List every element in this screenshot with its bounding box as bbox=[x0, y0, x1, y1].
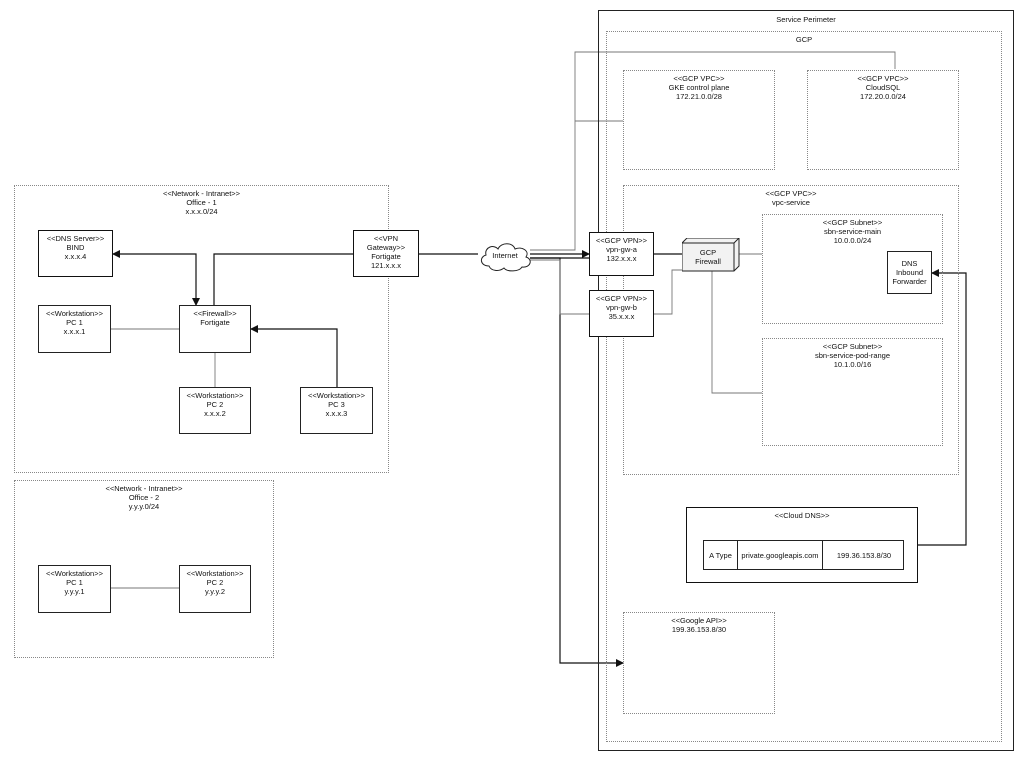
service-perimeter-title: Service Perimeter bbox=[776, 15, 836, 24]
dns-inbound-forwarder[interactable]: DNS Inbound Forwarder bbox=[887, 251, 932, 294]
office1-stereotype: <<Network - Intranet>> bbox=[162, 189, 241, 198]
office1-pc1-stereotype: <<Workstation>> bbox=[46, 309, 103, 318]
office1-firewall-name: Fortigate bbox=[200, 318, 230, 327]
gcp-vpn-gw-b[interactable]: <<GCP VPN>> vpn-gw-b 35.x.x.x bbox=[589, 290, 654, 337]
subnet-pod-cidr: 10.1.0.0/16 bbox=[833, 360, 872, 369]
office1-pc2-ip: x.x.x.2 bbox=[204, 409, 226, 418]
office1-cidr: x.x.x.0/24 bbox=[185, 207, 218, 216]
office1-vpn-name: Fortigate bbox=[371, 252, 401, 261]
office1-dns-server[interactable]: <<DNS Server>> BIND x.x.x.4 bbox=[38, 230, 113, 277]
gke-control-plane-vpc: <<GCP VPC>> GKE control plane 172.21.0.0… bbox=[623, 70, 775, 170]
office1-dns-name: BIND bbox=[66, 243, 85, 252]
vpc-service-name: vpc-service bbox=[772, 198, 810, 207]
office1-pc3-ip: x.x.x.3 bbox=[325, 409, 348, 418]
subnet-main-name: sbn-service-main bbox=[823, 227, 882, 236]
office1-vpn-gateway[interactable]: <<VPN Gateway>> Fortigate 121.x.x.x bbox=[353, 230, 419, 277]
gcp-firewall-line2: Firewall bbox=[695, 257, 721, 266]
subnet-main-stereotype: <<GCP Subnet>> bbox=[822, 218, 883, 227]
gcp-vpn-gw-a[interactable]: <<GCP VPN>> vpn-gw-a 132.x.x.x bbox=[589, 232, 654, 276]
cloud-dns-stereotype: <<Cloud DNS>> bbox=[774, 511, 830, 520]
internet-cloud[interactable]: Internet bbox=[477, 239, 533, 273]
cloudsql-vpc-cidr: 172.20.0.0/24 bbox=[860, 92, 906, 101]
gcp-firewall-line1: GCP bbox=[699, 248, 717, 257]
office1-pc3-name: PC 3 bbox=[328, 400, 345, 409]
office2-stereotype: <<Network - Intranet>> bbox=[105, 484, 183, 493]
cloud-dns-record-row: A Type private.googleapis.com 199.36.153… bbox=[703, 540, 904, 570]
office1-vpn-ip: 121.x.x.x bbox=[370, 261, 401, 270]
dns-forwarder-line1: DNS bbox=[901, 259, 918, 268]
gcp-title: GCP bbox=[795, 35, 813, 44]
office1-name: Office - 1 bbox=[186, 198, 217, 207]
office1-pc2[interactable]: <<Workstation>> PC 2 x.x.x.2 bbox=[179, 387, 251, 434]
office1-pc2-name: PC 2 bbox=[206, 400, 224, 409]
office1-pc2-stereotype: <<Workstation>> bbox=[186, 391, 244, 400]
vpn-a-name: vpn-gw-a bbox=[606, 245, 637, 254]
google-api: <<Google API>> 199.36.153.8/30 bbox=[623, 612, 775, 714]
office2-pc1-stereotype: <<Workstation>> bbox=[46, 569, 103, 578]
cloud-icon bbox=[481, 243, 531, 272]
record-value-cell: 199.36.153.8/30 bbox=[836, 550, 892, 560]
subnet-pod-name: sbn-service-pod-range bbox=[814, 351, 891, 360]
vpn-a-stereotype: <<GCP VPN>> bbox=[595, 236, 648, 245]
office-2-network: <<Network - Intranet>> Office - 2 y.y.y.… bbox=[14, 480, 274, 658]
internet-label: Internet bbox=[492, 251, 518, 260]
office2-pc2-ip: y.y.y.2 bbox=[204, 587, 225, 596]
office1-firewall-stereotype: <<Firewall>> bbox=[193, 309, 237, 318]
record-name-cell: private.googleapis.com bbox=[738, 541, 823, 569]
office2-pc1[interactable]: <<Workstation>> PC 1 y.y.y.1 bbox=[38, 565, 111, 613]
office1-firewall[interactable]: <<Firewall>> Fortigate bbox=[179, 305, 251, 353]
office2-pc2-name: PC 2 bbox=[206, 578, 224, 587]
google-api-stereotype: <<Google API>> bbox=[671, 616, 727, 625]
subnet-service-pod-range: <<GCP Subnet>> sbn-service-pod-range 10.… bbox=[762, 338, 943, 446]
subnet-service-main: <<GCP Subnet>> sbn-service-main 10.0.0.0… bbox=[762, 214, 943, 324]
vpc-service-stereotype: <<GCP VPC>> bbox=[765, 189, 817, 198]
office1-pc1-name: PC 1 bbox=[66, 318, 83, 327]
gke-vpc-stereotype: <<GCP VPC>> bbox=[673, 74, 725, 83]
record-type-cell: A Type bbox=[704, 541, 738, 569]
office1-dns-stereotype: <<DNS Server>> bbox=[46, 234, 105, 243]
office2-pc2-stereotype: <<Workstation>> bbox=[186, 569, 244, 578]
firewall-cube-icon bbox=[682, 238, 740, 272]
subnet-main-cidr: 10.0.0.0/24 bbox=[833, 236, 872, 245]
service-perimeter: Service Perimeter bbox=[598, 10, 1014, 751]
gcp-firewall[interactable]: GCP Firewall bbox=[682, 238, 740, 272]
office2-pc2[interactable]: <<Workstation>> PC 2 y.y.y.2 bbox=[179, 565, 251, 613]
vpn-b-ip: 35.x.x.x bbox=[608, 312, 635, 321]
dns-forwarder-line2: Inbound bbox=[895, 268, 924, 277]
cloudsql-vpc-stereotype: <<GCP VPC>> bbox=[857, 74, 909, 83]
gcp-container: GCP bbox=[606, 31, 1002, 742]
office1-pc3-stereotype: <<Workstation>> bbox=[308, 391, 365, 400]
office1-pc3[interactable]: <<Workstation>> PC 3 x.x.x.3 bbox=[300, 387, 373, 434]
gke-vpc-name: GKE control plane bbox=[668, 83, 730, 92]
vpn-b-name: vpn-gw-b bbox=[606, 303, 637, 312]
office2-pc1-name: PC 1 bbox=[66, 578, 83, 587]
gke-vpc-cidr: 172.21.0.0/28 bbox=[676, 92, 722, 101]
subnet-pod-stereotype: <<GCP Subnet>> bbox=[822, 342, 883, 351]
dns-forwarder-line3: Forwarder bbox=[892, 277, 927, 286]
cloud-dns[interactable]: <<Cloud DNS>> A Type private.googleapis.… bbox=[686, 507, 918, 583]
office1-dns-ip: x.x.x.4 bbox=[64, 252, 87, 261]
office1-pc1[interactable]: <<Workstation>> PC 1 x.x.x.1 bbox=[38, 305, 111, 353]
office2-name: Office - 2 bbox=[128, 493, 160, 502]
cloudsql-vpc-name: CloudSQL bbox=[865, 83, 901, 92]
office1-pc1-ip: x.x.x.1 bbox=[63, 327, 86, 336]
office-1-network: <<Network - Intranet>> Office - 1 x.x.x.… bbox=[14, 185, 389, 473]
vpn-a-ip: 132.x.x.x bbox=[606, 254, 637, 263]
office2-cidr: y.y.y.0/24 bbox=[128, 502, 160, 511]
cloudsql-vpc: <<GCP VPC>> CloudSQL 172.20.0.0/24 bbox=[807, 70, 959, 170]
office2-pc1-ip: y.y.y.1 bbox=[64, 587, 85, 596]
office1-vpn-stereotype: <<VPN Gateway>> bbox=[366, 234, 406, 252]
vpn-b-stereotype: <<GCP VPN>> bbox=[595, 294, 648, 303]
google-api-cidr: 199.36.153.8/30 bbox=[671, 625, 727, 634]
